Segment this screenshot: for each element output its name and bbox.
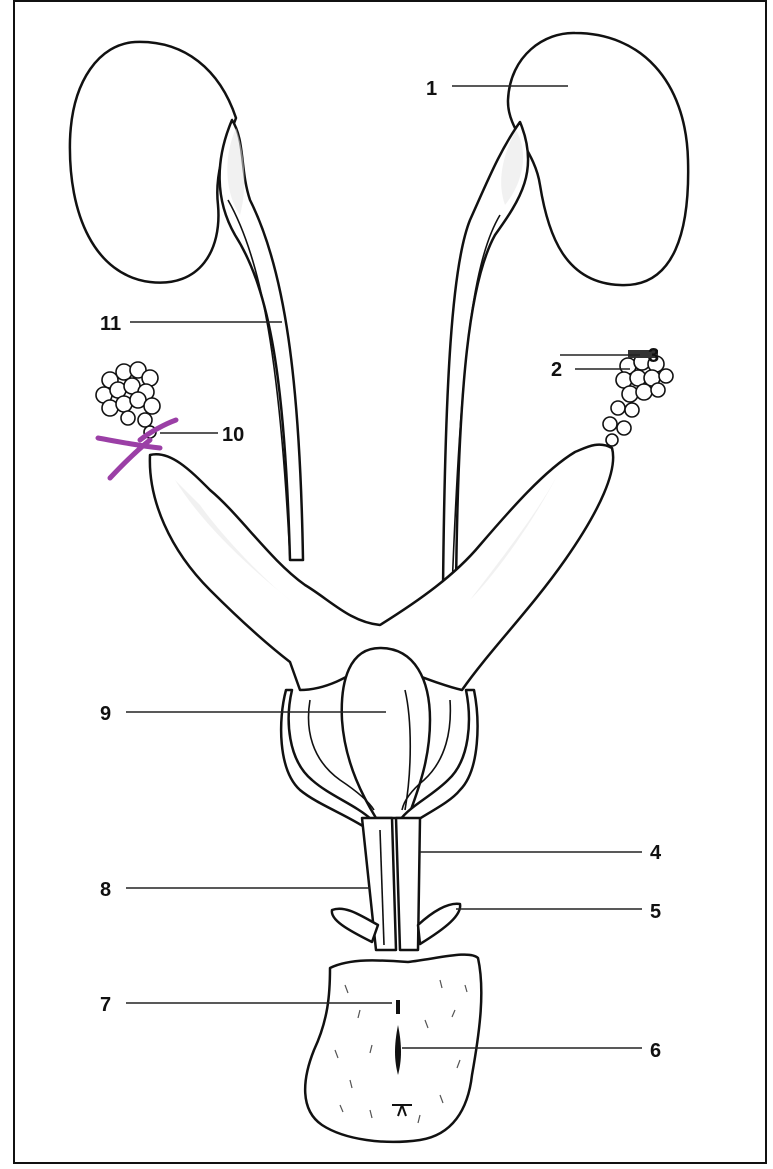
gland-right [418, 904, 460, 944]
label-2: 2 [551, 359, 562, 381]
label-7: 7 [100, 994, 111, 1016]
label-8: 8 [100, 879, 111, 901]
kidney-left [70, 42, 236, 283]
label-6: 6 [650, 1040, 661, 1062]
label-11: 11 [100, 313, 121, 335]
label-9: 9 [100, 703, 111, 725]
bladder [342, 648, 430, 818]
kidney-right [508, 33, 688, 285]
label-4: 4 [650, 842, 662, 864]
ovary-right [603, 354, 673, 446]
label-1: 1 [426, 78, 437, 100]
ovary-left [96, 362, 160, 438]
urethral-opening [396, 1000, 400, 1014]
label-3: 3 [648, 345, 659, 367]
label-10: 10 [222, 424, 244, 446]
vagina [396, 818, 420, 950]
label-5: 5 [650, 901, 661, 923]
ureter-left [220, 120, 303, 560]
